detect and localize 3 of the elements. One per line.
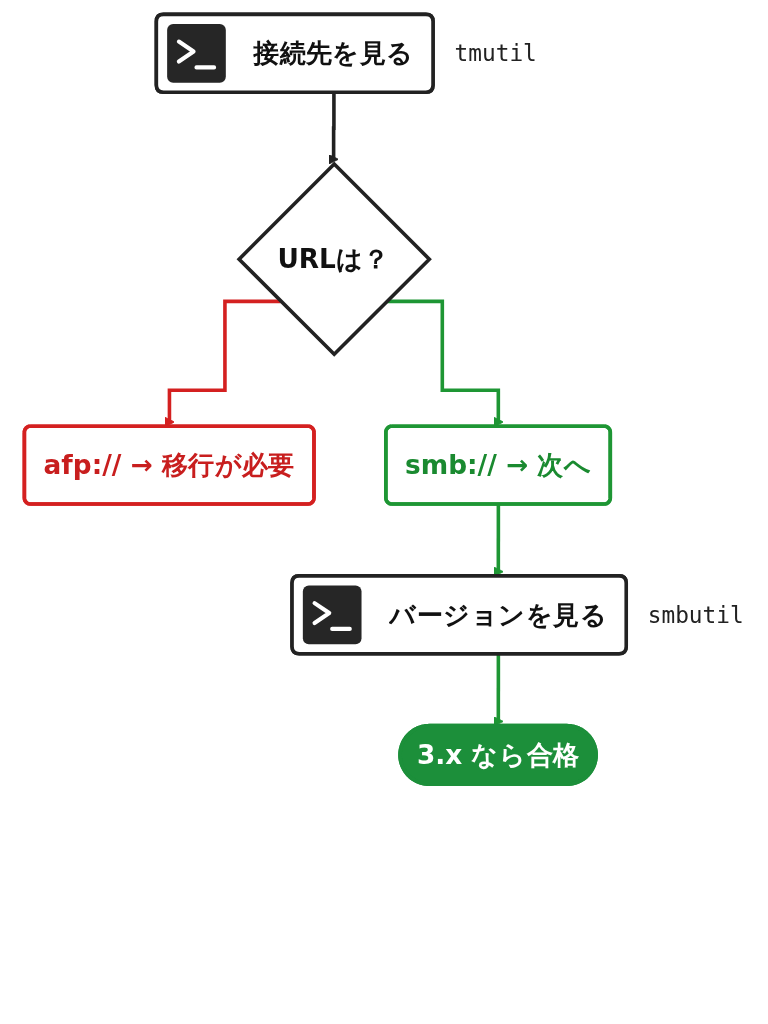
command-label: tmutil (454, 40, 537, 67)
node-diamond: URLは？ (236, 161, 432, 357)
command-label: smbutil (647, 601, 744, 628)
